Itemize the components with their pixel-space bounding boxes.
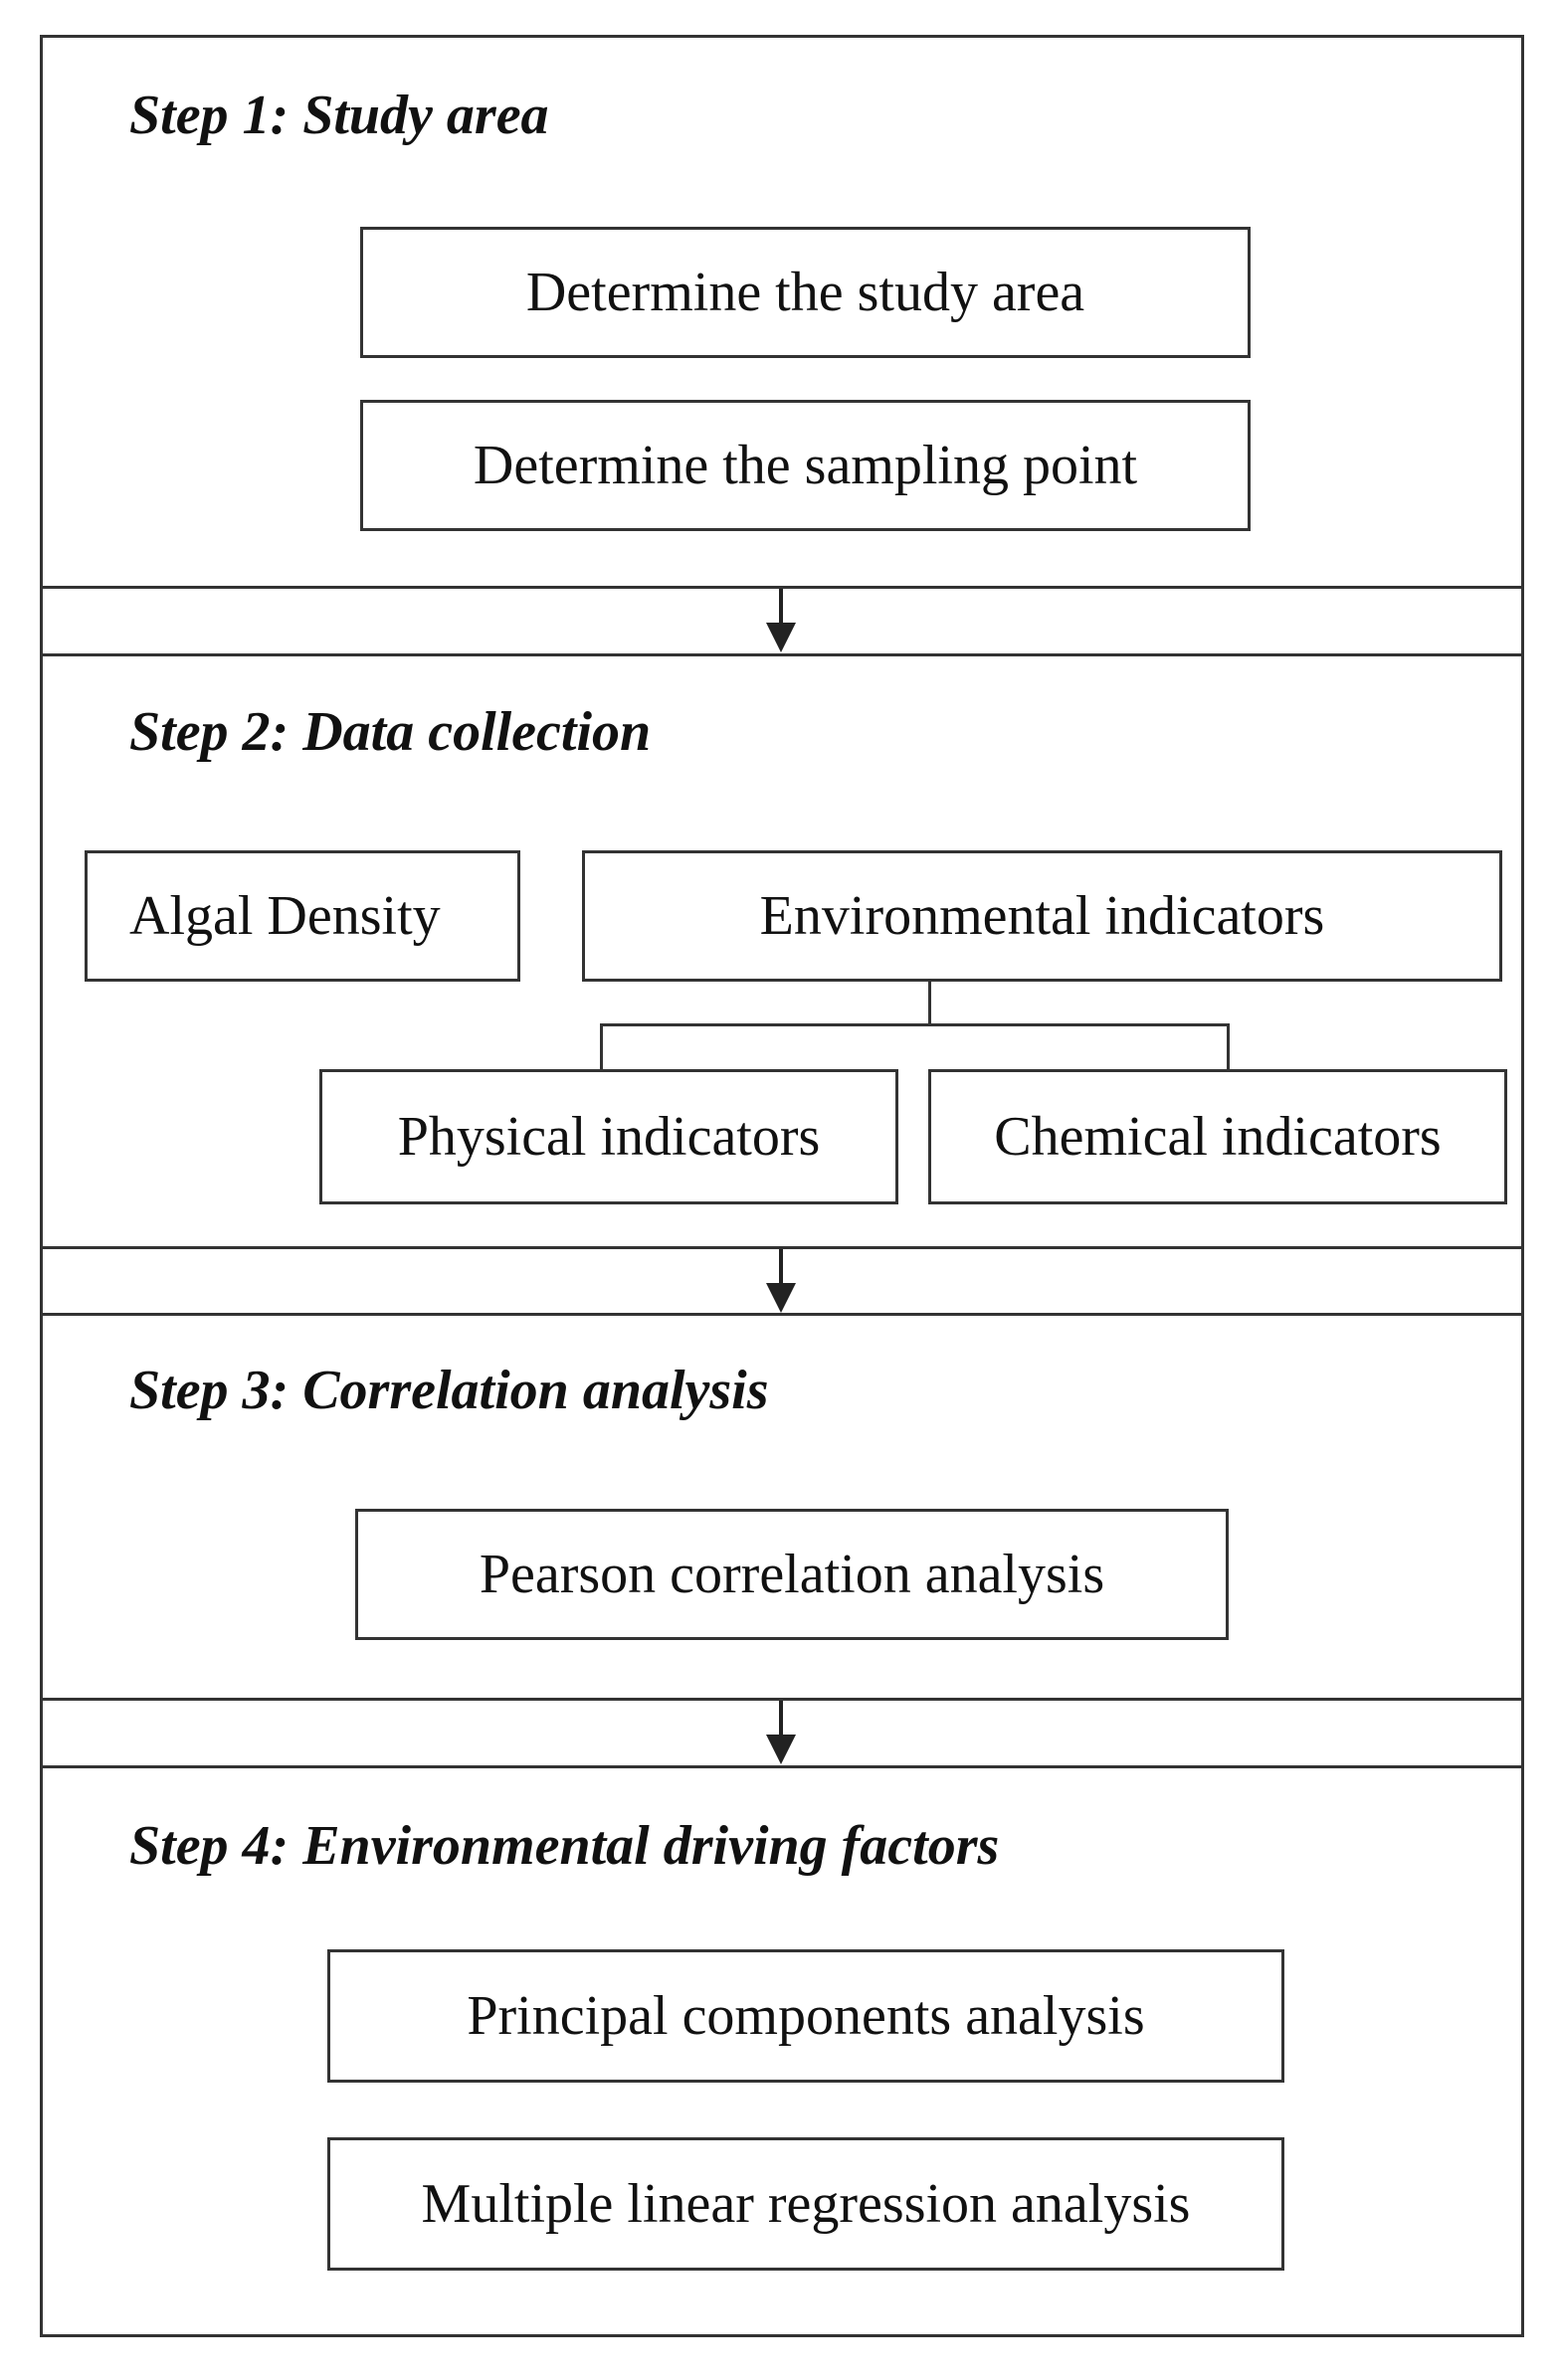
- environmental-indicators-box: Environmental indicators: [582, 850, 1502, 982]
- step4-title: Step 4: Environmental driving factors: [129, 1815, 1000, 1877]
- step2-top-divider: [40, 653, 1524, 656]
- principal-components-box: Principal components analysis: [327, 1949, 1284, 2083]
- determine-study-area-box: Determine the study area: [360, 227, 1251, 358]
- step3-title: Step 3: Correlation analysis: [129, 1360, 769, 1421]
- chemical-indicators-box: Chemical indicators: [928, 1069, 1507, 1204]
- arrow-step1-to-step2: [766, 589, 796, 653]
- arrow-step2-to-step3: [766, 1249, 796, 1314]
- algal-density-box: Algal Density: [85, 850, 520, 982]
- pearson-correlation-box: Pearson correlation analysis: [355, 1509, 1229, 1640]
- chemical-connector-drop: [1227, 1023, 1230, 1070]
- determine-sampling-point-box: Determine the sampling point: [360, 400, 1251, 531]
- physical-indicators-box: Physical indicators: [319, 1069, 898, 1204]
- environmental-connector-stem: [928, 982, 931, 1024]
- step2-title: Step 2: Data collection: [129, 701, 652, 763]
- step3-top-divider: [40, 1313, 1524, 1316]
- environmental-connector-bar: [600, 1023, 1230, 1026]
- step1-title: Step 1: Study area: [129, 85, 549, 146]
- multiple-regression-box: Multiple linear regression analysis: [327, 2137, 1284, 2271]
- step2-bottom-divider: [40, 1246, 1524, 1249]
- step4-top-divider: [40, 1765, 1524, 1768]
- flowchart-frame: [40, 35, 1524, 2337]
- physical-connector-drop: [600, 1023, 603, 1070]
- step1-bottom-divider: [40, 586, 1524, 589]
- arrow-step3-to-step4: [766, 1701, 796, 1765]
- step3-bottom-divider: [40, 1698, 1524, 1701]
